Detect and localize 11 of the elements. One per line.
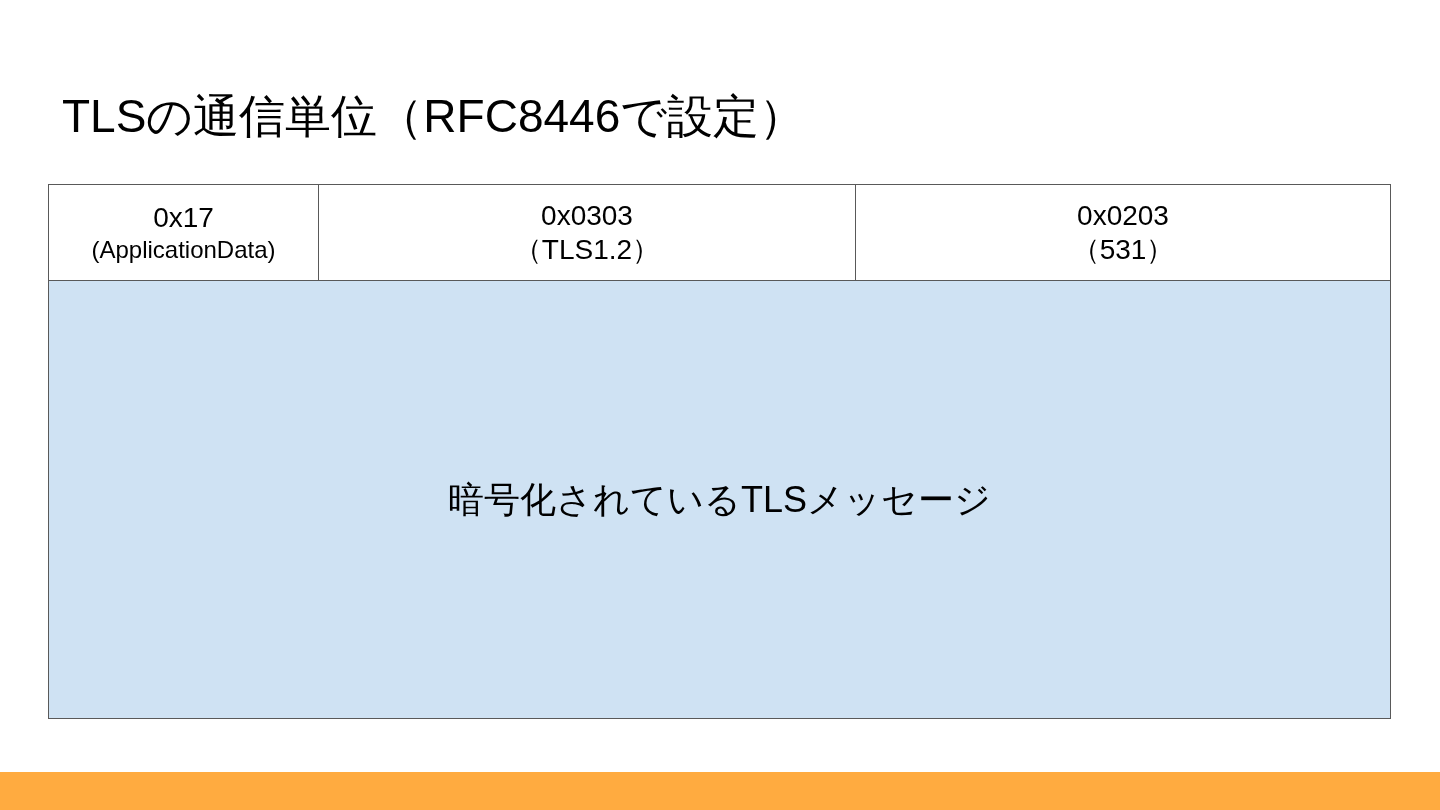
slide-title: TLSの通信単位（RFC8446で設定） — [62, 89, 806, 144]
field-value: 0x17 — [153, 200, 214, 235]
field-note: （531） — [1071, 232, 1175, 267]
field-note: (ApplicationData) — [91, 234, 276, 265]
field-value: 0x0203 — [1077, 198, 1169, 233]
header-cell — [855, 184, 1391, 281]
payload-box — [48, 280, 1391, 719]
header-cell — [48, 184, 319, 281]
field-note: （TLS1.2） — [513, 232, 661, 267]
payload-label: 暗号化されているTLSメッセージ — [448, 477, 991, 522]
field-value: 0x0303 — [541, 198, 633, 233]
